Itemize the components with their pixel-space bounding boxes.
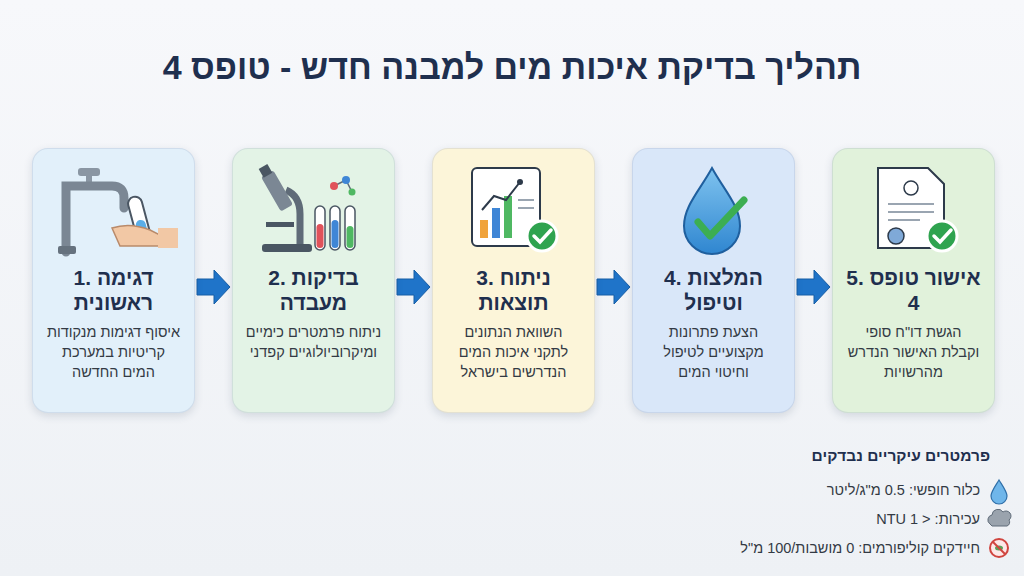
step-heading: 5. אישור טופס 4 [845,265,982,315]
water-drop-icon [684,168,744,254]
drop-symbol [991,480,1007,504]
flow-arrow [597,270,630,304]
flow-arrow [397,270,430,304]
step-heading: 2. בדיקות מעבדה [245,265,382,315]
step-heading: 1. דגימה ראשונית [45,265,182,315]
step-description: ניתוח פרמטרים כימיים ומיקרוביולוגיים קפד… [245,323,382,362]
process-box: 3. ניתוח תוצאות השוואת הנתונים לתקני איכו… [432,148,595,413]
legend-item: חיידקים קוליפורמים: 0 מושבות/100 מ"ל [740,538,980,558]
chart-icon [472,168,557,251]
process-box: 2. בדיקות מעבדה ניתוח פרמטרים כימיים ומיק… [232,148,395,413]
flow-arrow [197,270,230,304]
bacteria-symbol [990,539,1008,557]
certificate-icon [878,168,957,251]
legend-item: כלור חופשי: 0.5 מ"ג/ליטר [827,480,980,500]
process-box: 1. דגימה ראשונית איסוף דגימות מנקודות קרי… [32,148,195,413]
process-box: 5. אישור טופס 4 הגשת דו"ח סופי וקבלת האיש… [832,148,995,413]
legend-item: עכירות: < 1 NTU [876,509,980,529]
faucet-icon [58,168,178,254]
flow-arrow [797,270,830,304]
process-box: 4. המלצות וטיפול הצעת פתרונות מקצועיים לט… [632,148,795,413]
cloud-symbol [988,509,1011,526]
microscope-icon [257,163,356,252]
step-heading: 4. המלצות וטיפול [645,265,782,315]
step-description: הגשת דו"ח סופי וקבלת האישור הנדרש מהרשוי… [845,323,982,382]
diagram-title: תהליך בדיקת איכות מים למבנה חדש - טופס 4 [40,48,984,87]
step-heading: 3. ניתוח תוצאות [445,265,582,315]
step-description: השוואת הנתונים לתקני איכות המים הנדרשים … [445,323,582,382]
step-description: איסוף דגימות מנקודות קריטיות במערכת המים… [45,323,182,382]
legend-heading: פרמטרים עיקריים נבדקים [812,447,990,465]
step-description: הצעת פתרונות מקצועיים לטיפול וחיטוי המים [645,323,782,382]
